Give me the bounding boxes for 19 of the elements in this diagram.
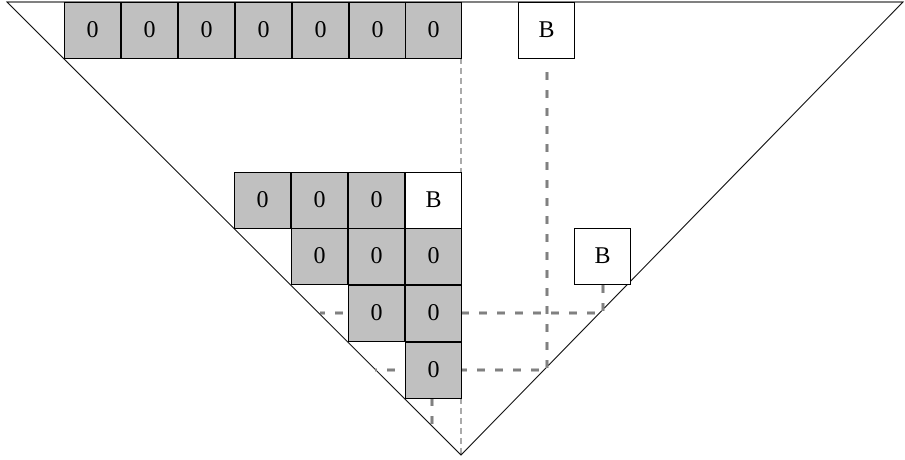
matrix-cell: 0 — [291, 228, 348, 285]
matrix-cell: 0 — [405, 228, 462, 285]
matrix-cell: 0 — [178, 2, 235, 59]
matrix-cell: 0 — [292, 2, 349, 59]
matrix-cell: 0 — [235, 2, 292, 59]
matrix-cell: 0 — [234, 172, 291, 229]
matrix-cell: 0 — [291, 172, 348, 229]
matrix-cell: 0 — [348, 285, 405, 342]
matrix-cell: 0 — [349, 2, 406, 59]
matrix-cell: B — [574, 228, 631, 285]
matrix-cell: 0 — [405, 2, 462, 59]
matrix-cell: 0 — [348, 172, 405, 229]
matrix-cell: B — [405, 172, 462, 229]
matrix-cell: 0 — [121, 2, 178, 59]
matrix-cell: 0 — [405, 285, 462, 342]
matrix-cell: 0 — [348, 228, 405, 285]
matrix-cell: 0 — [405, 342, 462, 399]
matrix-cell: 0 — [64, 2, 121, 59]
matrix-cell: B — [518, 2, 575, 59]
